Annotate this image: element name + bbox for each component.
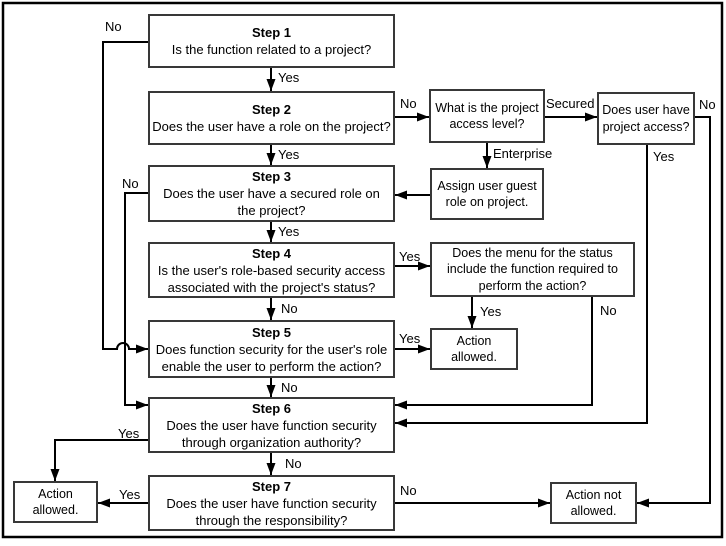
edge-label-step6-yes: Yes bbox=[118, 426, 140, 441]
edge-label-step6-no: No bbox=[285, 456, 302, 471]
step4-box: Step 4 Is the user's role-based security… bbox=[148, 242, 395, 298]
step6-text: Does the user have function security thr… bbox=[166, 417, 377, 450]
edge-label-step3-yes: Yes bbox=[278, 224, 300, 239]
step3-title: Step 3 bbox=[251, 169, 291, 184]
project-access-box: Does user have project access? bbox=[597, 92, 695, 145]
edge-label-step1-no: No bbox=[105, 19, 122, 34]
action-allowed-left-box: Action allowed. bbox=[13, 481, 98, 523]
step5-text: Does function security for the user's ro… bbox=[155, 341, 388, 374]
project-access-text: Does user have project access? bbox=[602, 103, 690, 134]
edge-label-step3-no: No bbox=[122, 176, 139, 191]
edge-step1-no-step5 bbox=[102, 41, 148, 354]
edge-label-step2-yes: Yes bbox=[278, 147, 300, 162]
step5-title: Step 5 bbox=[251, 324, 291, 340]
step6-box: Step 6 Does the user have function secur… bbox=[148, 397, 395, 453]
step4-text: Is the user's role-based security access… bbox=[157, 262, 386, 295]
step3-box: Step 3 Does the user have a secured role… bbox=[148, 165, 395, 222]
edge-label-step2-no: No bbox=[400, 96, 417, 111]
assign-guest-box: Assign user guest role on project. bbox=[430, 168, 544, 220]
edge-label-step7-yes: Yes bbox=[119, 487, 141, 502]
edge-label-menu-yes: Yes bbox=[480, 304, 502, 319]
edge-label-step5-yes: Yes bbox=[399, 331, 421, 346]
menu-status-box: Does the menu for the status include the… bbox=[430, 242, 635, 297]
edge-projectaccess-yes-step6 bbox=[395, 145, 648, 428]
edge-menu-no-step6 bbox=[395, 297, 593, 410]
step5-box: Step 5 Does function security for the us… bbox=[148, 320, 395, 378]
step2-title: Step 2 bbox=[251, 102, 291, 117]
edge-step3-no-step6 bbox=[124, 192, 148, 410]
step2-box: Step 2 Does the user have a role on the … bbox=[148, 91, 395, 145]
step4-title: Step 4 bbox=[251, 245, 291, 261]
edge-label-project-access-no: No bbox=[699, 97, 716, 112]
step1-text: Is the function related to a project? bbox=[171, 42, 372, 57]
step3-text: Does the user have a secured role on the… bbox=[163, 186, 380, 218]
step1-box: Step 1 Is the function related to a proj… bbox=[148, 14, 395, 68]
action-not-allowed-box: Action not allowed. bbox=[550, 482, 637, 524]
menu-status-text: Does the menu for the status include the… bbox=[447, 245, 618, 293]
action-allowed-left-text: Action allowed. bbox=[32, 486, 79, 518]
edge-label-step4-yes: Yes bbox=[399, 249, 421, 264]
step6-title: Step 6 bbox=[251, 400, 291, 416]
edge-label-project-access-yes: Yes bbox=[653, 149, 675, 164]
step1-title: Step 1 bbox=[251, 25, 291, 40]
step7-title: Step 7 bbox=[251, 478, 291, 494]
edge-label-enterprise: Enterprise bbox=[493, 146, 553, 161]
step7-box: Step 7 Does the user have function secur… bbox=[148, 475, 395, 531]
action-not-allowed-text: Action not allowed. bbox=[565, 487, 622, 519]
edge-step6-yes-allowed bbox=[50, 439, 148, 481]
access-level-text: What is the project access level? bbox=[435, 100, 539, 132]
edge-label-menu-no: No bbox=[600, 303, 617, 318]
edge-label-secured: Secured bbox=[546, 96, 595, 111]
step2-text: Does the user have a role on the project… bbox=[152, 119, 391, 134]
assign-guest-text: Assign user guest role on project. bbox=[437, 178, 537, 210]
edge-label-step7-no: No bbox=[400, 483, 417, 498]
access-level-box: What is the project access level? bbox=[429, 89, 545, 143]
action-allowed-mid-text: Action allowed. bbox=[451, 333, 497, 365]
edge-label-step5-no: No bbox=[281, 380, 298, 395]
edge-label-step4-no: No bbox=[281, 301, 298, 316]
step7-text: Does the user have function security thr… bbox=[166, 495, 377, 528]
edge-label-step1-yes: Yes bbox=[278, 70, 300, 85]
action-allowed-mid-box: Action allowed. bbox=[430, 328, 518, 370]
edge-projectaccess-no-notallowed bbox=[637, 116, 711, 508]
